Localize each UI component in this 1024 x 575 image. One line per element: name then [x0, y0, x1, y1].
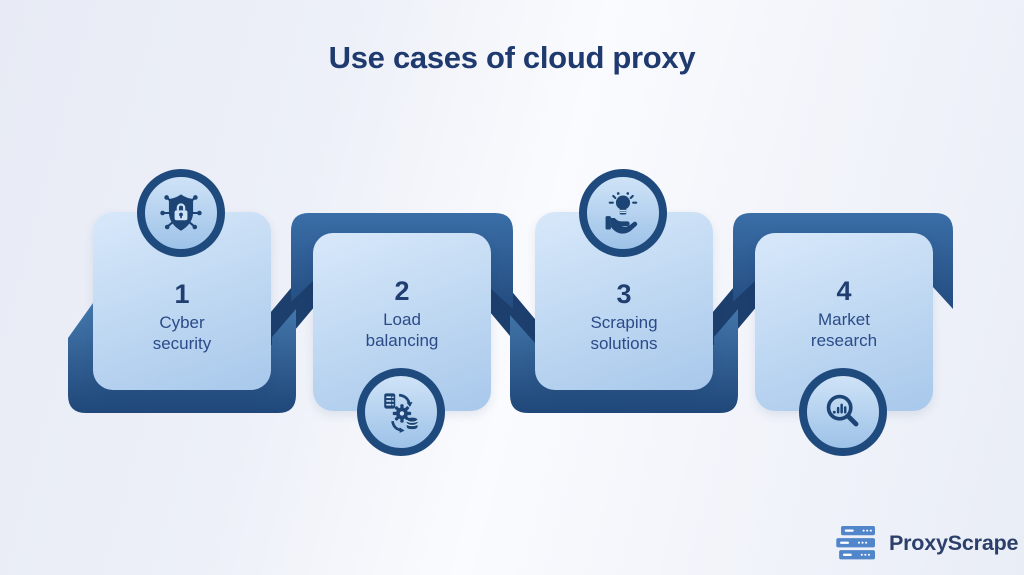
load-balancing-glyph [384, 393, 419, 433]
use-case-card-4: 4 Market research [755, 233, 933, 411]
scraping-solutions-glyph [605, 192, 638, 234]
idea-solution-icon [579, 169, 667, 257]
proxyscrape-servers-icon [836, 526, 875, 560]
card-number: 1 [174, 278, 190, 309]
card-label: Market research [810, 310, 878, 351]
magnifier-chart-icon [799, 368, 887, 456]
use-case-card-1: 1 Cyber security [93, 212, 271, 390]
cyber-security-glyph [160, 194, 202, 231]
card-number: 3 [616, 278, 632, 309]
card-label: Cyber security [152, 313, 212, 354]
shield-lock-icon [137, 169, 225, 257]
page-title: Use cases of cloud proxy [328, 40, 696, 75]
brand-logo: ProxyScrape [836, 526, 1018, 560]
card-number: 2 [394, 275, 410, 306]
use-case-card-2: 2 Load balancing [313, 233, 491, 411]
card-number: 4 [836, 275, 852, 306]
card-label: Load balancing [365, 310, 439, 351]
card-label: Scraping solutions [590, 313, 658, 354]
market-research-glyph [826, 394, 859, 427]
brand-name: ProxyScrape [889, 530, 1019, 555]
load-balancing-icon [357, 368, 445, 456]
